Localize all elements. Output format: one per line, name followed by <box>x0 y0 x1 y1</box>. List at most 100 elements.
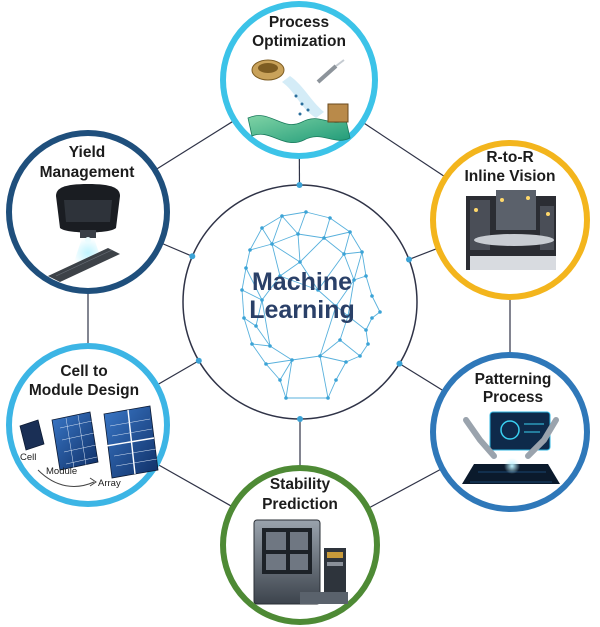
mesh-edge <box>347 315 367 331</box>
node-title-line2: Prediction <box>262 496 338 513</box>
node-title-line1: R-to-R <box>486 149 533 166</box>
center-node: Machine Learning <box>182 184 418 420</box>
mesh-edge <box>271 243 301 263</box>
roll-to-roll-machine-illustration <box>466 190 556 270</box>
mesh-node <box>326 396 330 400</box>
mesh-edge <box>243 317 253 345</box>
mesh-node <box>268 344 272 348</box>
mesh-edge <box>297 233 325 239</box>
mesh-edge <box>265 359 293 365</box>
mesh-node <box>322 236 326 240</box>
ring-connector-line <box>154 119 235 171</box>
node-title-line1: Cell to <box>60 363 107 380</box>
mesh-edge <box>349 231 363 253</box>
mesh-edge <box>281 211 307 217</box>
mesh-edge <box>281 215 299 235</box>
mesh-node <box>290 358 294 362</box>
mesh-node <box>280 214 284 218</box>
mesh-edge <box>299 237 325 263</box>
connector-dots <box>189 182 412 422</box>
mesh-node <box>378 310 382 314</box>
node-cell-to-module-design: Cell to Module Design Cell Module Array <box>6 343 170 507</box>
mesh-edge <box>271 233 299 245</box>
mesh-node <box>284 396 288 400</box>
connector-lines <box>87 119 511 510</box>
mesh-node <box>358 354 362 358</box>
ring-connector-line <box>367 467 443 510</box>
mesh-edge <box>297 233 301 263</box>
mesh-edge <box>365 329 369 345</box>
mesh-edge <box>319 355 329 399</box>
spoke-line <box>399 363 445 392</box>
node-r-to-r-inline-vision: R-to-R Inline Vision <box>430 140 590 300</box>
mesh-node <box>328 216 332 220</box>
mesh-edge <box>279 275 319 291</box>
mesh-node <box>334 378 338 382</box>
mesh-edge <box>255 299 263 327</box>
mesh-edge <box>249 227 263 251</box>
mesh-edge <box>241 267 247 291</box>
mesh-node <box>244 266 248 270</box>
node-yield-management: Yield Management <box>6 130 170 294</box>
mesh-edge <box>245 249 251 269</box>
mesh-edge <box>261 215 283 229</box>
mesh-edge <box>241 289 263 301</box>
ring-connector-line <box>361 121 447 178</box>
mesh-node <box>370 294 374 298</box>
mesh-edge <box>329 217 351 233</box>
spoke-line <box>156 360 200 386</box>
mesh-edge <box>353 251 363 281</box>
connector-dot <box>189 253 196 260</box>
mesh-node <box>352 278 356 282</box>
mesh-node <box>342 252 346 256</box>
mesh-edge <box>269 345 293 361</box>
mesh-edge <box>291 355 321 361</box>
solar-cell-module-array-illustration: Cell Module Array <box>19 405 159 489</box>
mesh-node <box>250 342 254 346</box>
mesh-edge <box>261 299 271 347</box>
robotic-arm-patterning-illustration <box>462 411 560 484</box>
node-title-line2: Inline Vision <box>464 168 555 185</box>
mesh-edge <box>271 243 281 277</box>
node-title-line2: Management <box>40 164 135 181</box>
mesh-edge <box>251 343 267 365</box>
inspection-sensor-illustration <box>48 184 120 282</box>
mesh-edge <box>335 305 349 317</box>
mesh-node <box>348 230 352 234</box>
mesh-edge <box>323 237 345 255</box>
center-title-line1: Machine <box>252 268 352 296</box>
mesh-edge <box>339 315 349 341</box>
mesh-edge <box>261 275 281 301</box>
mesh-edge <box>365 275 373 297</box>
mesh-edge <box>251 343 271 347</box>
mesh-edge <box>317 253 345 291</box>
node-stability-prediction: Stability Prediction <box>220 465 380 625</box>
module-label: Module <box>46 466 77 477</box>
mesh-edge <box>279 379 287 399</box>
mesh-node <box>346 314 350 318</box>
mesh-edge <box>343 253 355 281</box>
mesh-edge <box>359 343 369 357</box>
connector-dot <box>195 357 202 364</box>
test-chamber-illustration <box>253 519 348 605</box>
mesh-node <box>304 210 308 214</box>
center-title-line2: Learning <box>249 296 355 324</box>
mesh-edge <box>279 261 301 277</box>
mesh-node <box>366 342 370 346</box>
array-label: Array <box>98 478 121 489</box>
node-title-line1: Stability <box>270 476 331 493</box>
mesh-edge <box>339 339 361 357</box>
mesh-edge <box>299 261 319 291</box>
node-title-line1: Patterning <box>475 371 552 388</box>
mesh-edge <box>323 231 351 239</box>
mesh-node <box>264 362 268 366</box>
mesh-edge <box>297 211 307 235</box>
mesh-node <box>270 242 274 246</box>
node-title-line2: Module Design <box>29 382 139 399</box>
node-title-line2: Optimization <box>252 33 346 50</box>
mesh-edge <box>279 359 293 381</box>
mesh-node <box>338 338 342 342</box>
mesh-edge <box>361 251 367 277</box>
mesh-edge <box>319 339 341 357</box>
